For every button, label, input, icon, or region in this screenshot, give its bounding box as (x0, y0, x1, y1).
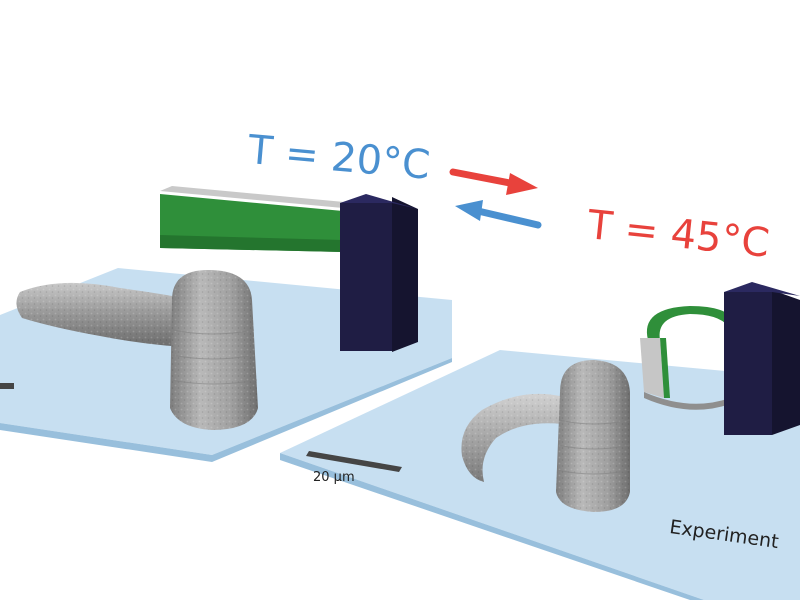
cold-pillar-top (340, 194, 418, 209)
hot-pillar-front (724, 292, 772, 435)
scale-bar-label: 20 µm (313, 470, 355, 485)
cold-scale-bar-fragment (0, 383, 14, 389)
arrow-left-icon (455, 200, 542, 229)
hot-pillar-side (772, 290, 800, 435)
cold-strip-top (160, 186, 355, 208)
hot-ring-back (646, 306, 735, 340)
arrow-right-icon (449, 168, 538, 195)
cold-strip-green-shade (160, 235, 343, 252)
hot-structure-head-texture (556, 360, 630, 512)
hot-substrate-top (280, 350, 800, 600)
hot-ring-green (660, 338, 670, 398)
cold-pillar-side (392, 197, 418, 352)
hot-substrate-edge (280, 453, 704, 600)
hot-pillar-top (724, 282, 800, 296)
cold-state-panel (0, 186, 452, 462)
cold-pillar-front (340, 203, 392, 351)
cold-structure-head-texture (170, 270, 258, 430)
hot-scale-bar (306, 451, 402, 472)
hot-ring-grey (640, 338, 664, 398)
hot-ring-bottom (644, 392, 730, 410)
hot-structure-curl-texture (461, 393, 562, 482)
hot-state-panel (280, 282, 800, 600)
cold-structure-shaft-texture (16, 282, 206, 348)
